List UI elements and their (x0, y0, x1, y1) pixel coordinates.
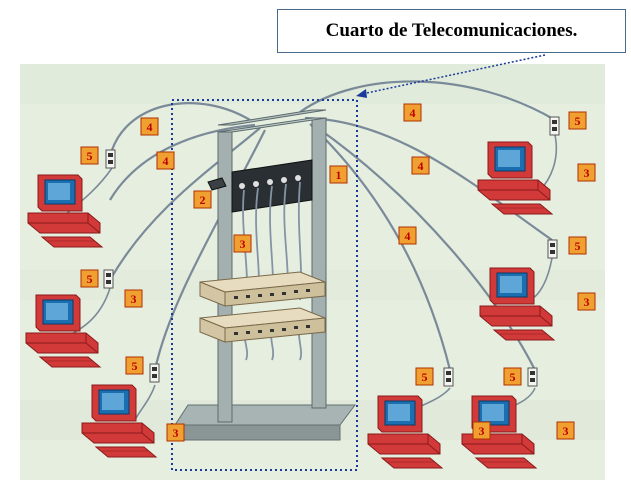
outlet-bottom-2 (527, 367, 538, 387)
switch-lower (199, 307, 326, 343)
tag-label: 5 (575, 114, 581, 128)
tag-label: 4 (405, 229, 411, 243)
telecom-room-boundary (171, 99, 358, 471)
tag-label: 4 (147, 120, 153, 134)
page-title: Cuarto de Telecomunicaciones. (277, 9, 626, 53)
tag-3-d: 3 (577, 292, 596, 311)
tag-4-d: 4 (411, 156, 430, 175)
tag-5-a: 5 (80, 146, 99, 165)
tag-3-rack: 3 (233, 234, 252, 253)
tag-3-b: 3 (166, 423, 185, 442)
outlet-left-3 (149, 363, 160, 383)
tag-label: 3 (479, 424, 485, 438)
outlet-bottom-1 (443, 367, 454, 387)
tag-label: 5 (422, 370, 428, 384)
outlet-right-2 (547, 239, 558, 259)
tag-label: 4 (163, 154, 169, 168)
tag-label: 3 (131, 292, 137, 306)
tag-3-f: 3 (556, 421, 575, 440)
tag-label: 2 (200, 193, 206, 207)
switch-upper (199, 271, 326, 307)
tag-3-a: 3 (124, 289, 143, 308)
tag-2-rack: 2 (193, 190, 212, 209)
tag-label: 3 (173, 426, 179, 440)
tag-4-b: 4 (156, 151, 175, 170)
tag-label: 4 (418, 159, 424, 173)
tag-label: 3 (240, 237, 246, 251)
tag-4-a: 4 (140, 117, 159, 136)
tag-label: 5 (132, 359, 138, 373)
tag-5-e: 5 (568, 236, 587, 255)
tag-5-d: 5 (568, 111, 587, 130)
callout-arrow (356, 54, 546, 98)
tag-label: 1 (336, 168, 342, 182)
outlet-right-1 (549, 116, 560, 136)
outlet-left-1 (105, 149, 116, 169)
tag-label: 5 (87, 149, 93, 163)
tag-5-g: 5 (503, 367, 522, 386)
tag-4-e: 4 (398, 226, 417, 245)
tag-label: 3 (563, 424, 569, 438)
tag-label: 5 (575, 239, 581, 253)
tag-5-c: 5 (125, 356, 144, 375)
tag-3-c: 3 (577, 163, 596, 182)
telecom-rack (174, 109, 356, 441)
numbered-tags: 1 2 3 4 4 4 4 4 5 5 5 5 5 5 5 3 3 3 3 3 3 (80, 103, 596, 442)
tag-label: 5 (510, 370, 516, 384)
tag-3-e: 3 (472, 421, 491, 440)
tag-label: 4 (410, 106, 416, 120)
tag-label: 3 (584, 166, 590, 180)
tag-1-rack: 1 (329, 165, 348, 184)
tag-5-b: 5 (80, 269, 99, 288)
tag-label: 5 (87, 272, 93, 286)
tag-4-c: 4 (403, 103, 422, 122)
tag-5-f: 5 (415, 367, 434, 386)
tag-label: 3 (584, 295, 590, 309)
outlet-left-2 (103, 269, 114, 289)
